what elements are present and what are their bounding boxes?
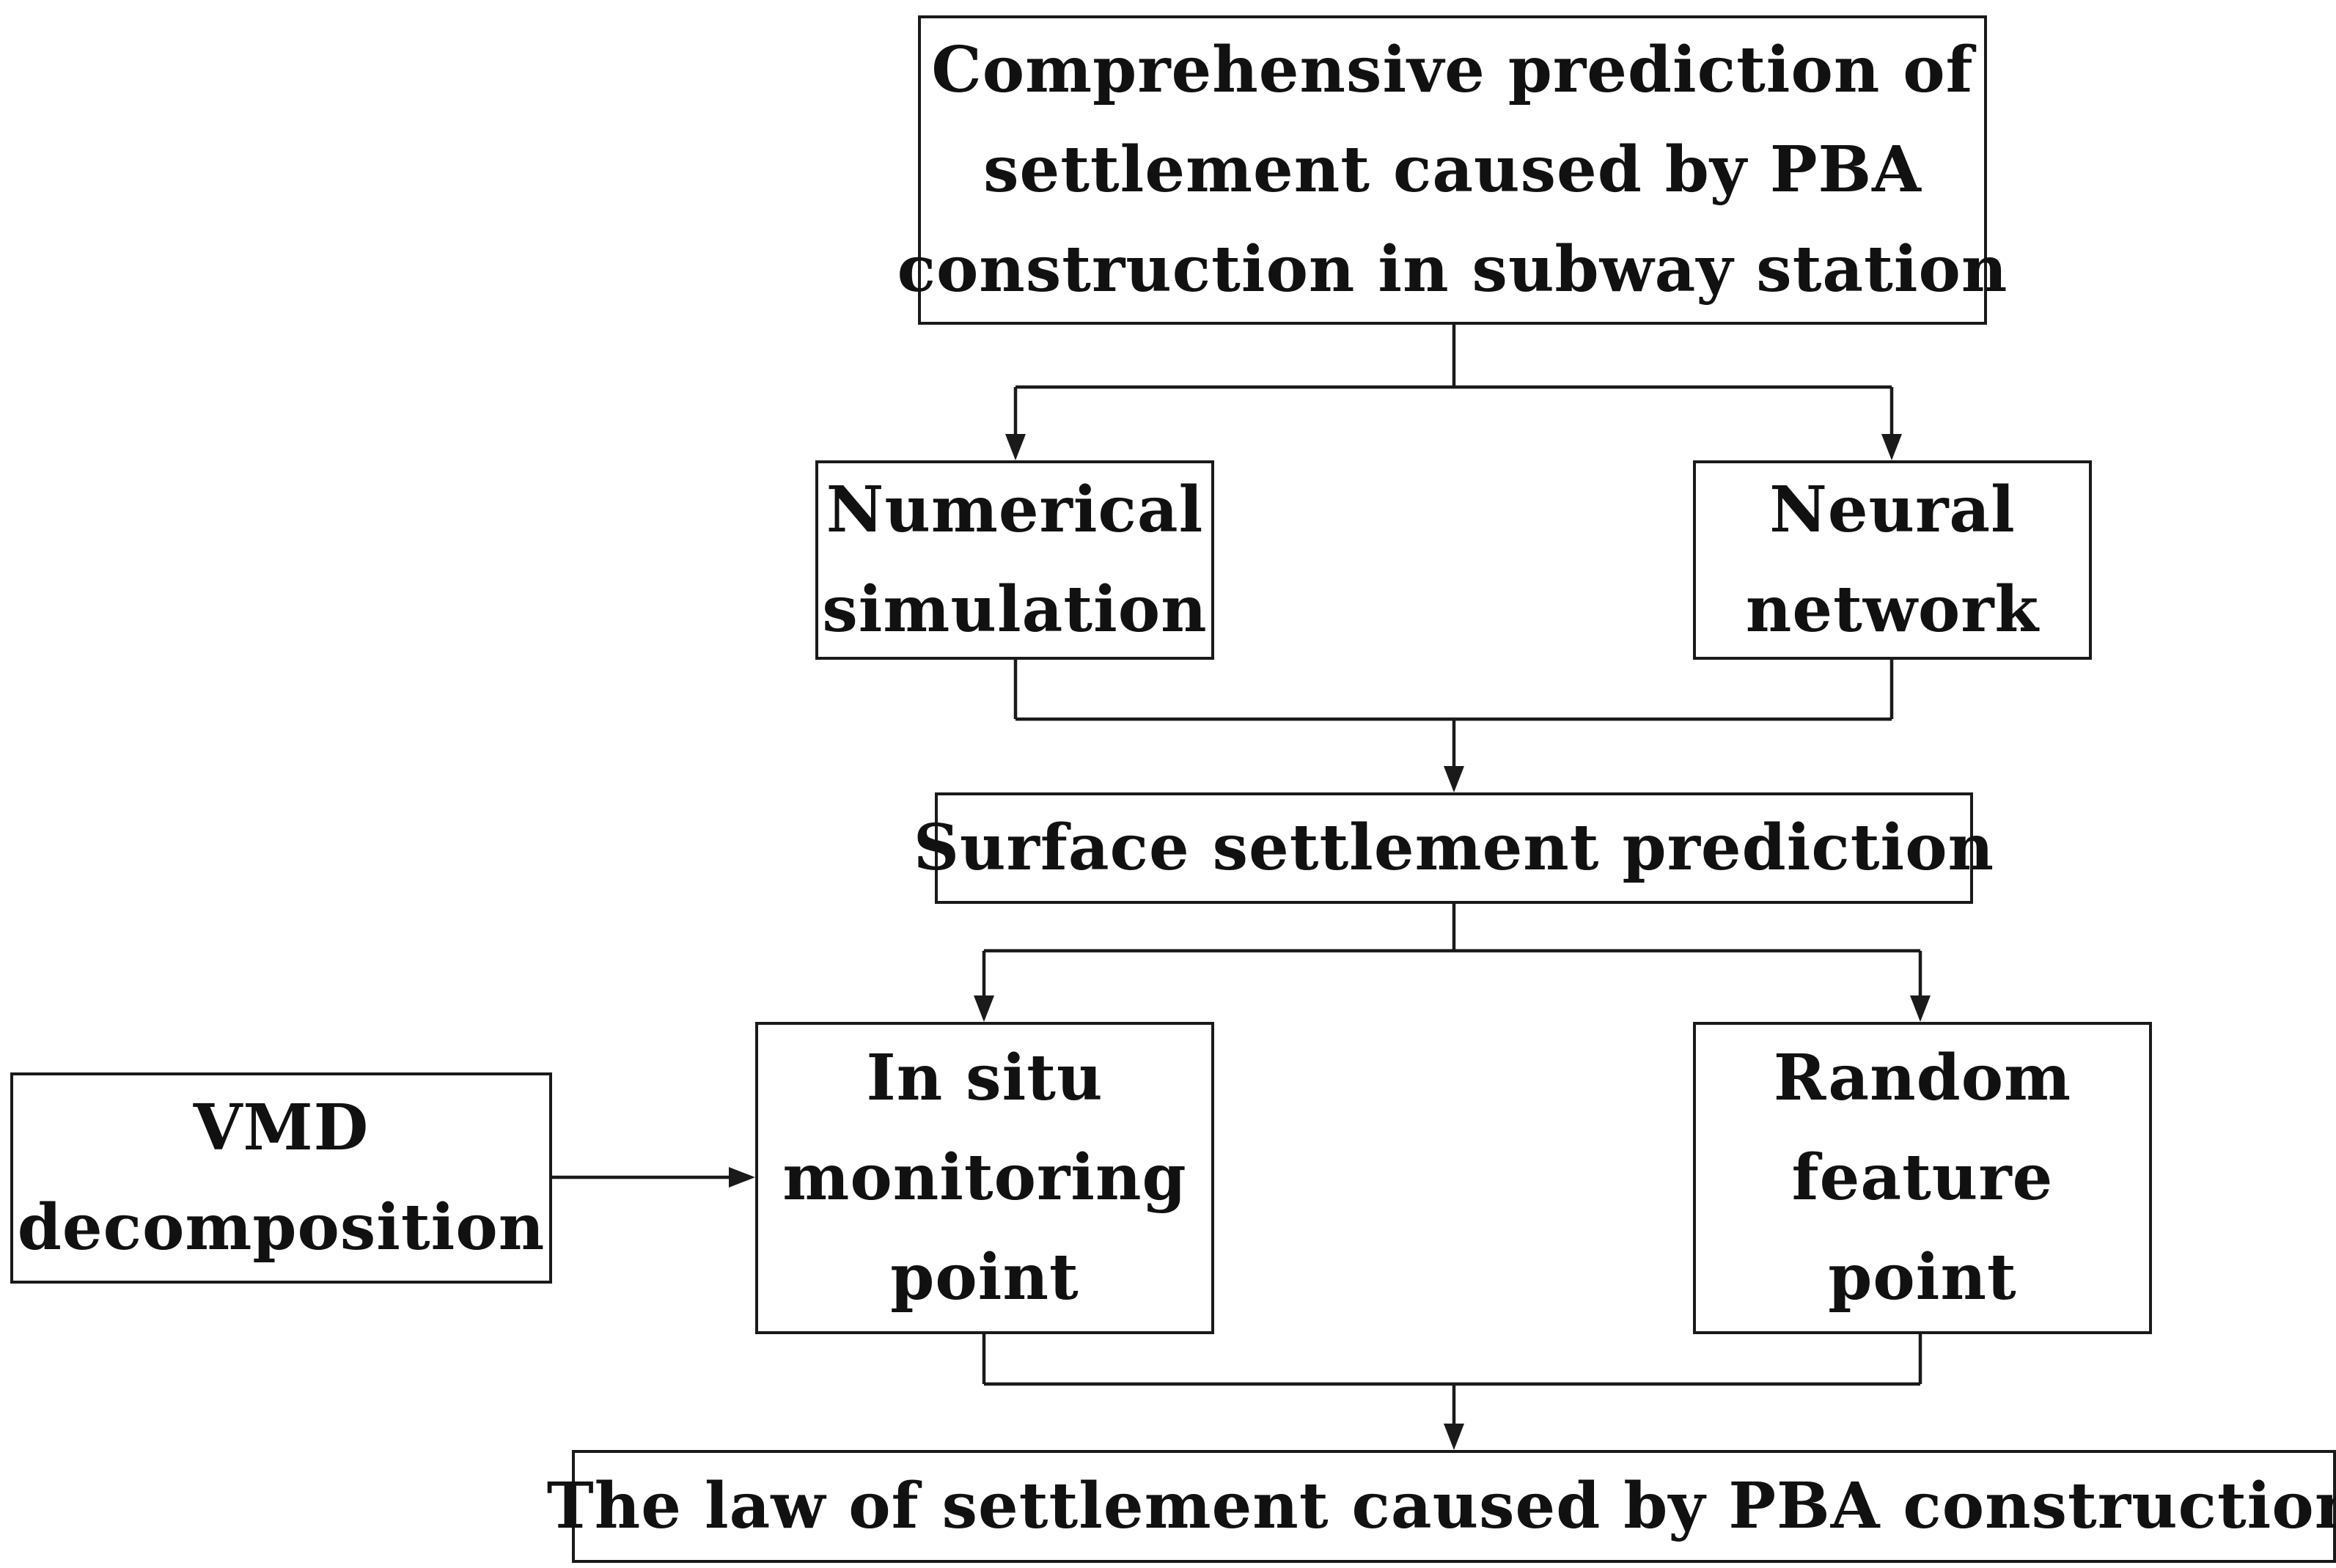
comprehensive-line-2: settlement caused by PBA — [983, 133, 1922, 207]
arrow-to-numerical — [1005, 434, 1026, 460]
comprehensive-line-1: Comprehensive prediction of — [931, 33, 1974, 107]
neural-network-box: Neural network — [1693, 460, 2092, 660]
insitu-line-1: In situ — [866, 1041, 1103, 1115]
numerical-line-2: simulation — [822, 573, 1208, 647]
in-situ-monitoring-point-box: In situ monitoring point — [755, 1022, 1214, 1334]
vmd-line-2: decomposition — [17, 1190, 546, 1265]
random-line-1: Random — [1773, 1041, 2072, 1115]
settlement-law-box: The law of settlement caused by PBA cons… — [547, 1450, 2336, 1563]
neural-line-2: network — [1745, 573, 2040, 647]
comprehensive-prediction-box: Comprehensive prediction of settlement c… — [897, 15, 2007, 325]
random-feature-point-box: Random feature point — [1693, 1022, 2152, 1334]
insitu-line-3: point — [890, 1240, 1079, 1314]
arrow-to-neural — [1881, 434, 1902, 460]
random-line-3: point — [1828, 1240, 2017, 1314]
connector-surface-split — [982, 902, 1922, 997]
surface-line-1: Surface settlement prediction — [913, 811, 1995, 885]
arrow-to-surface — [1444, 766, 1464, 792]
comprehensive-line-3: construction in subway station — [897, 232, 2008, 306]
numerical-line-1: Numerical — [826, 473, 1204, 547]
vmd-decomposition-box: VMD decomposition — [10, 1072, 552, 1284]
random-line-2: feature — [1791, 1141, 2054, 1215]
vmd-line-1: VMD — [193, 1091, 370, 1165]
insitu-line-2: monitoring — [782, 1141, 1187, 1215]
numerical-simulation-box: Numerical simulation — [815, 460, 1214, 660]
neural-line-1: Neural — [1769, 473, 2016, 547]
arrow-vmd-to-insitu — [729, 1167, 755, 1188]
law-line-1: The law of settlement caused by PBA cons… — [546, 1469, 2336, 1543]
connector-top-split — [1013, 323, 1894, 435]
connector-merge-surface — [1013, 658, 1894, 768]
arrow-to-random — [1910, 995, 1931, 1022]
arrow-to-law — [1444, 1424, 1464, 1450]
arrow-to-insitu — [974, 995, 994, 1022]
connector-merge-law — [982, 1332, 1922, 1425]
surface-settlement-prediction-box: Surface settlement prediction — [914, 792, 1994, 904]
